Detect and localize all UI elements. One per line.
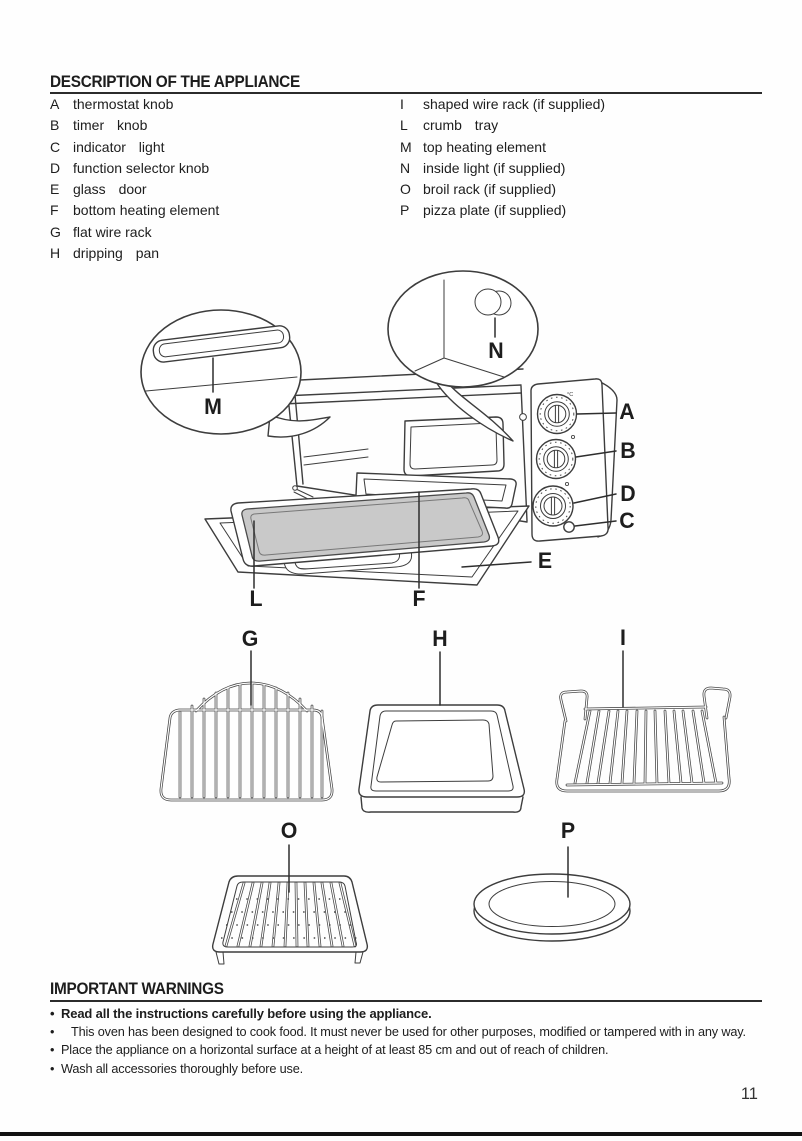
diagram-label-n: N	[488, 338, 504, 363]
part-label: crumb tray	[423, 117, 499, 134]
warning-text: Read all the instructions carefully befo…	[61, 1006, 432, 1021]
timer-knob	[535, 434, 577, 480]
part-label: pizza plate (if supplied)	[423, 202, 567, 219]
bullet: •	[50, 1043, 55, 1058]
part-label: bottom heating element	[73, 202, 220, 219]
function-selector-knob	[532, 481, 574, 527]
part-key: G	[50, 223, 61, 240]
warning-item: • This oven has been designed to cook foo…	[50, 1023, 770, 1041]
part-key: H	[50, 245, 61, 262]
part-key: N	[400, 159, 411, 176]
celsius-mark: °C	[567, 392, 573, 398]
accessory-broil-rack	[211, 844, 369, 965]
accessory-dripping-pan	[358, 651, 526, 813]
part-label: dripping pan	[73, 245, 160, 262]
diagram-label-i: I	[620, 625, 626, 650]
diagram-label-a: A	[619, 399, 635, 424]
diagram-label-l: L	[249, 586, 263, 611]
part-label: function selector knob	[73, 159, 210, 176]
diagram-label-d: D	[620, 481, 636, 506]
part-key: C	[50, 138, 61, 155]
diagram-label-p: P	[560, 818, 576, 843]
bullet: •	[50, 1061, 55, 1076]
page-number: 11	[740, 1085, 758, 1103]
warnings-section-title: IMPORTANT WARNINGS	[50, 980, 224, 998]
warning-text: Wash all accessories thoroughly before u…	[61, 1061, 304, 1076]
part-label: timer knob	[73, 117, 148, 134]
diagram-label-f: F	[412, 586, 426, 611]
leader-lines	[253, 412, 617, 589]
diagram-label-e: E	[537, 548, 553, 573]
oven-back-wall	[403, 416, 505, 477]
part-key: M	[400, 138, 412, 155]
part-key: O	[400, 181, 411, 198]
callout-bubble-m	[140, 309, 331, 438]
part-key: F	[50, 202, 59, 219]
bullet: •	[50, 1025, 55, 1040]
rack-guide-rails	[303, 448, 369, 466]
part-label: shaped wire rack (if supplied)	[423, 96, 606, 112]
part-key: P	[400, 202, 410, 219]
callout-bubble-n	[387, 270, 539, 442]
part-label: top heating element	[423, 138, 546, 155]
part-key: B	[50, 117, 60, 134]
warnings-title-rule	[50, 1000, 762, 1002]
footer-bar	[0, 1132, 802, 1136]
part-label: thermostat knob	[73, 96, 174, 112]
part-label: indicator light	[73, 138, 165, 155]
part-label: inside light (if supplied)	[423, 159, 566, 176]
screw-dot	[519, 413, 527, 421]
diagram-label-c: C	[619, 508, 635, 533]
warning-item: • Place the appliance on a horizontal sur…	[50, 1041, 770, 1059]
warning-item: • Read all the instructions carefully bef…	[50, 1005, 770, 1023]
diagram-label-g: G	[241, 626, 259, 651]
diagram-label-b: B	[620, 438, 636, 463]
diagram-label-h: H	[432, 626, 448, 651]
bullet: •	[50, 1006, 55, 1021]
part-key: L	[400, 117, 408, 134]
part-label: glass door	[73, 181, 147, 198]
description-title-rule	[50, 92, 762, 94]
crumb-tray-illustration	[230, 488, 500, 567]
warnings-list: • Read all the instructions carefully bef…	[50, 1005, 770, 1078]
door-hinge	[292, 485, 298, 491]
warning-text: This oven has been designed to cook food…	[71, 1025, 746, 1040]
diagram-label-m: M	[204, 394, 222, 419]
description-section-title: DESCRIPTION OF THE APPLIANCE	[50, 73, 300, 91]
warning-item: • Wash all accessories thoroughly before …	[50, 1060, 770, 1078]
accessory-flat-wire-rack	[159, 650, 334, 802]
part-key: I	[400, 96, 404, 112]
control-panel: °C	[519, 378, 618, 542]
accessory-shaped-wire-rack	[555, 650, 732, 793]
warning-text: Place the appliance on a horizontal surf…	[61, 1043, 609, 1058]
part-key: E	[50, 181, 60, 198]
part-label: broil rack (if supplied)	[423, 181, 557, 198]
indicator-light	[563, 521, 575, 533]
part-key: A	[50, 96, 60, 112]
part-key: D	[50, 159, 61, 176]
part-label: flat wire rack	[73, 223, 152, 240]
thermostat-knob: °C	[536, 392, 578, 435]
diagram-label-o: O	[280, 818, 298, 843]
accessory-pizza-plate	[473, 846, 631, 942]
